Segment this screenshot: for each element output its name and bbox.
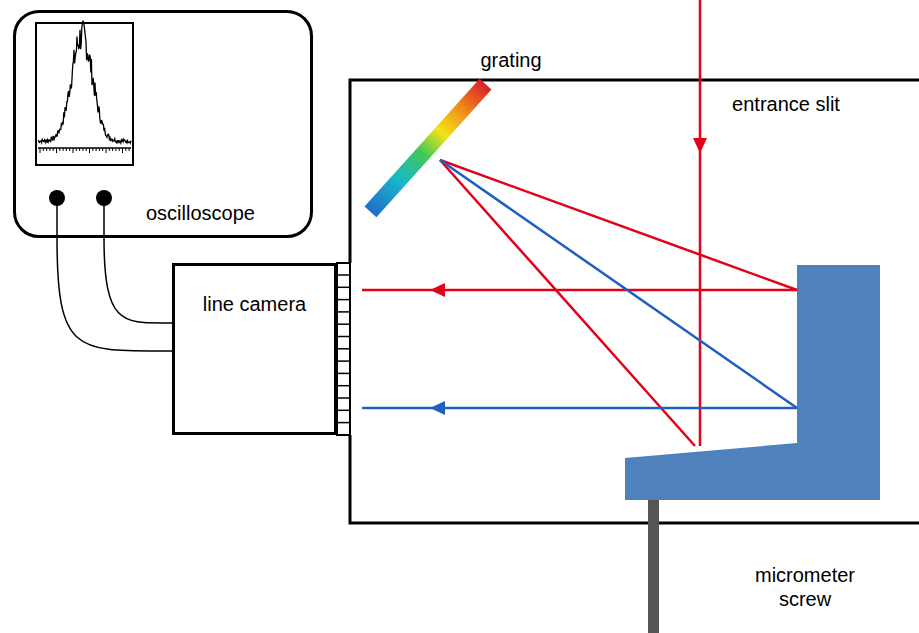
signal-cable: [57, 238, 172, 351]
part-label: micrometer screw: [740, 563, 870, 611]
sensor-strip: [337, 263, 350, 435]
ray-arrow: [430, 283, 445, 297]
mirror-block: [625, 265, 880, 500]
signal-cable: [104, 238, 172, 323]
ray-arrow: [693, 138, 707, 153]
device-label: oscilloscope: [146, 201, 255, 225]
part-label: grating: [466, 48, 556, 72]
camera-box: line camera: [172, 263, 337, 435]
camera-label: line camera: [197, 292, 312, 316]
micrometer-rod: [648, 500, 659, 633]
light-rays: [362, 0, 797, 446]
ray-arrow: [430, 401, 445, 415]
oscilloscope-box: oscilloscope: [13, 10, 313, 238]
sensor-cells: [337, 275, 350, 435]
part-label: entrance slit: [716, 92, 856, 116]
scope-screen: [16, 13, 310, 235]
